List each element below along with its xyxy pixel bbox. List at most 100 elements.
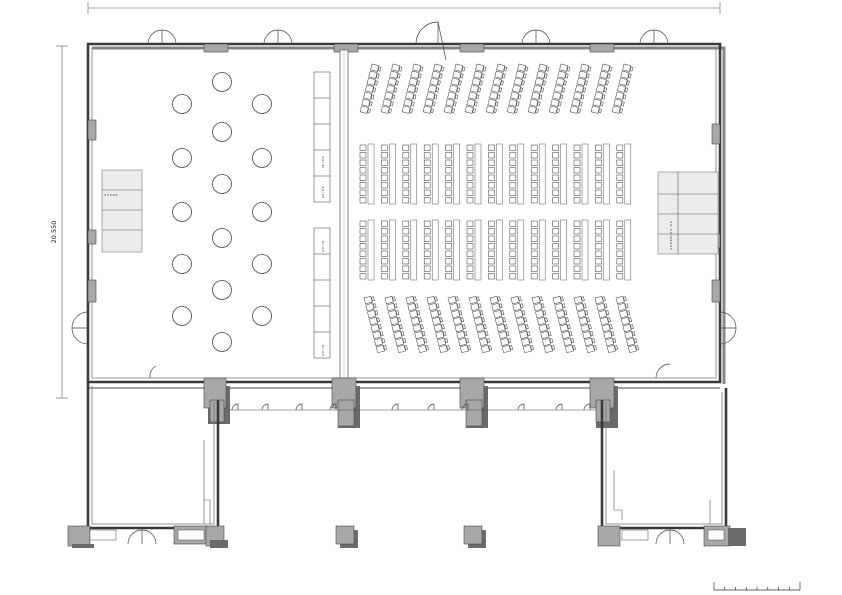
chair [513,77,523,86]
chair [573,258,581,265]
top-dimension-line [87,2,721,14]
chair-back [441,324,445,330]
chair-back [378,324,382,330]
chair-back [435,87,440,93]
chair-back [497,296,501,302]
corridor-door[interactable] [295,403,303,411]
chair [423,228,431,235]
chair [466,174,474,181]
corridor-door[interactable] [261,403,269,411]
round-table [252,202,272,222]
chair-back [439,317,443,323]
chair [552,243,559,250]
chair [396,344,406,354]
chair [443,105,453,114]
chair-back [375,73,380,79]
chair [492,77,502,86]
chair-back [621,101,625,107]
chair [423,152,431,159]
chair [359,220,367,227]
chair-back [582,303,587,309]
chair-back [414,303,419,309]
round-table [212,228,232,248]
chair-back [609,324,613,330]
chair-back [390,101,394,107]
chair [540,330,550,340]
chair-back [608,66,613,72]
corridor-door[interactable] [517,403,525,411]
chair [595,152,602,159]
chair-back [459,73,464,79]
chair [488,220,495,227]
chair [574,84,584,93]
chair [552,182,559,189]
chair-back [546,324,550,330]
corridor-doors[interactable] [231,403,591,411]
corridor-door[interactable] [427,403,435,411]
round-table [212,174,232,194]
chair [387,77,397,86]
chair [616,84,626,93]
side-doors[interactable] [71,311,737,345]
corridor-door[interactable] [329,403,337,411]
chair-back [472,108,476,114]
chair [573,167,581,174]
chair [595,258,602,265]
desk [538,219,546,281]
corridor-door[interactable] [461,403,469,411]
chair-back [593,345,597,351]
seat-block [422,63,445,114]
chair [402,197,410,204]
chair [563,337,573,347]
desk [517,219,525,281]
chair [402,273,410,280]
chair [381,258,388,265]
chair [595,197,602,204]
chair [596,302,606,312]
desk-column [359,219,375,281]
chair [530,235,538,242]
chair [368,70,378,79]
corridor-door[interactable] [231,403,239,411]
corridor-door[interactable] [583,403,591,411]
chair-back [440,66,445,72]
chair-back [413,296,417,302]
chair-back [434,296,438,302]
chair [445,243,452,250]
chair [521,337,531,347]
chair [388,309,398,319]
chair [445,167,452,174]
chair [381,220,388,227]
chair [414,330,424,340]
chair [510,295,520,305]
chair [594,91,604,100]
chair [530,243,538,250]
chair [611,105,621,114]
chair-back [585,73,590,79]
chair [381,243,388,250]
corridor-door[interactable] [555,403,563,411]
chair-back [631,331,636,337]
top-doors[interactable] [147,21,669,61]
corridor-door[interactable] [391,403,399,411]
chair [552,197,559,204]
chair [479,337,489,347]
chair-back [376,317,380,323]
chair [530,159,538,166]
chair [445,197,452,204]
desk [560,143,567,205]
chair-back [399,324,403,330]
desk-column [423,219,439,281]
chair [447,91,457,100]
chair-back [425,345,429,351]
chair [389,70,399,79]
seat-block [594,295,618,354]
chair [494,70,504,79]
chair [381,189,388,196]
chair [488,243,495,250]
chair [466,197,474,204]
chair [509,174,517,181]
chair [626,337,636,347]
chair-back [568,331,573,337]
chair-back [577,108,581,114]
